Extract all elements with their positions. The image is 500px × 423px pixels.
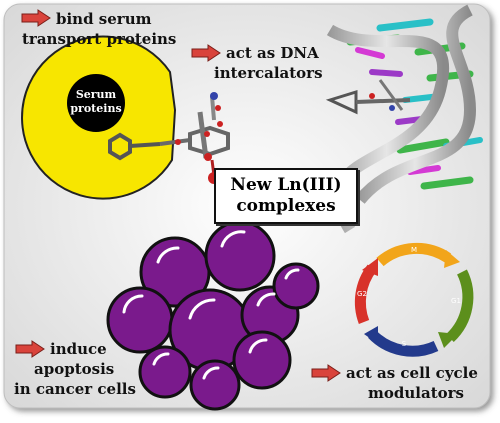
arrow-apoptosis — [15, 340, 45, 358]
label-cellcycle-line1: act as cell cycle — [346, 364, 478, 382]
label-cellcycle-2: modulators — [368, 384, 464, 402]
cell-highlights — [122, 230, 300, 380]
label-apoptosis-3: in cancer cells — [14, 380, 136, 398]
phase-g1-label: G1 — [451, 297, 461, 305]
label-dna-line1: act as DNA — [226, 44, 319, 62]
label-serum-2: transport proteins — [22, 30, 176, 48]
label-arrows — [15, 9, 341, 382]
label-dna-line2: intercalators — [214, 64, 323, 82]
pacman-label-line2: proteins — [70, 102, 121, 115]
arrow-serum — [21, 9, 51, 27]
label-cellcycle: act as cell cycle — [346, 364, 478, 382]
label-apoptosis: induce — [50, 340, 107, 358]
cell-cycle-diagram — [354, 242, 474, 357]
phase-g2-label: G2 — [357, 290, 367, 298]
pacman-label-line1: Serum — [76, 88, 117, 101]
arrow-dna — [191, 44, 221, 62]
center-title-box: New Ln(III) complexes — [214, 168, 358, 224]
label-dna-2: intercalators — [214, 64, 323, 82]
label-cellcycle-line2: modulators — [368, 384, 464, 402]
label-apoptosis-line1: induce — [50, 340, 107, 358]
label-serum-line1: bind serum — [56, 10, 152, 28]
phase-s-label: S — [402, 340, 407, 348]
label-apoptosis-2: apoptosis — [34, 360, 114, 378]
label-dna: act as DNA — [226, 44, 319, 62]
label-apoptosis-line3: in cancer cells — [14, 380, 136, 398]
center-title-line1: New Ln(III) — [230, 175, 342, 195]
center-title-line2: complexes — [236, 196, 336, 216]
label-serum: bind serum — [56, 10, 151, 28]
phase-m-label: M — [411, 246, 417, 254]
intercalated-complex — [325, 79, 411, 115]
label-apoptosis-line2: apoptosis — [34, 360, 115, 378]
apoptotic-cell-cluster — [106, 220, 320, 411]
label-serum-line2: transport proteins — [22, 30, 177, 48]
serum-proteins-disc — [67, 74, 125, 132]
arrow-cellcycle — [311, 364, 341, 382]
pacman-serum-protein — [21, 35, 177, 200]
